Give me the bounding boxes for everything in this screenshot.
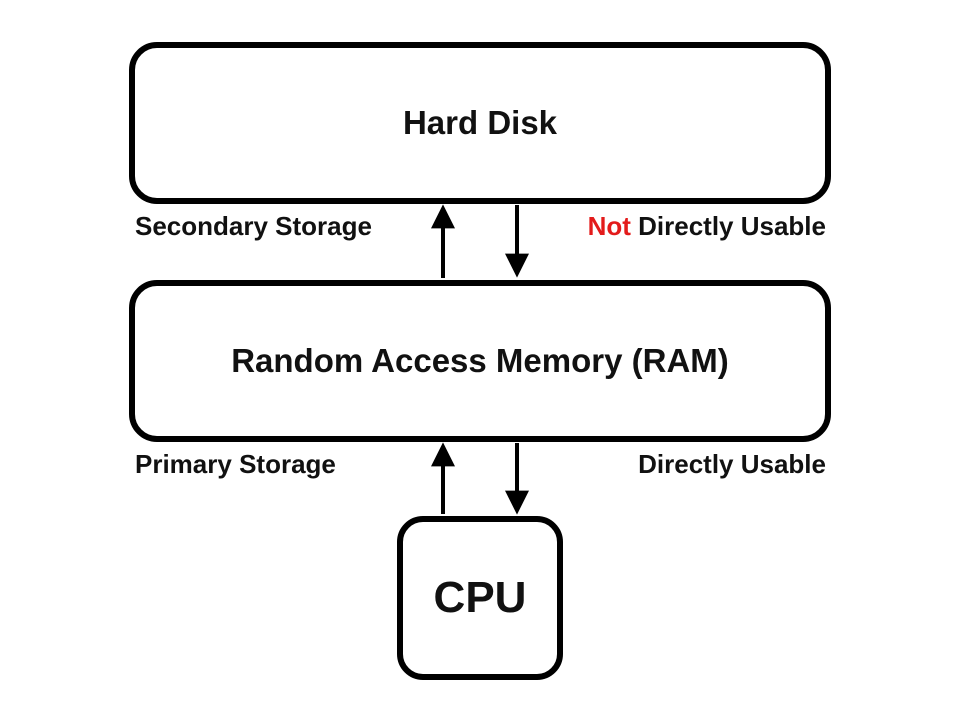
directly-usable-label: Directly Usable	[638, 449, 826, 479]
primary-storage-label: Primary Storage	[135, 449, 336, 479]
cpu-label: CPU	[433, 573, 527, 622]
hard-disk-label: Hard Disk	[402, 104, 558, 141]
ram-label: Random Access Memory (RAM)	[231, 342, 729, 379]
hard-disk-box: Hard Disk	[129, 42, 831, 204]
secondary-storage-label: Secondary Storage	[135, 211, 372, 241]
ram-box: Random Access Memory (RAM)	[129, 280, 831, 442]
not-directly-usable-label: Not Directly Usable	[588, 211, 826, 241]
not-word: Not	[587, 211, 631, 241]
cpu-box: CPU	[397, 516, 563, 680]
directly-usable-suffix: Directly Usable	[630, 211, 826, 241]
